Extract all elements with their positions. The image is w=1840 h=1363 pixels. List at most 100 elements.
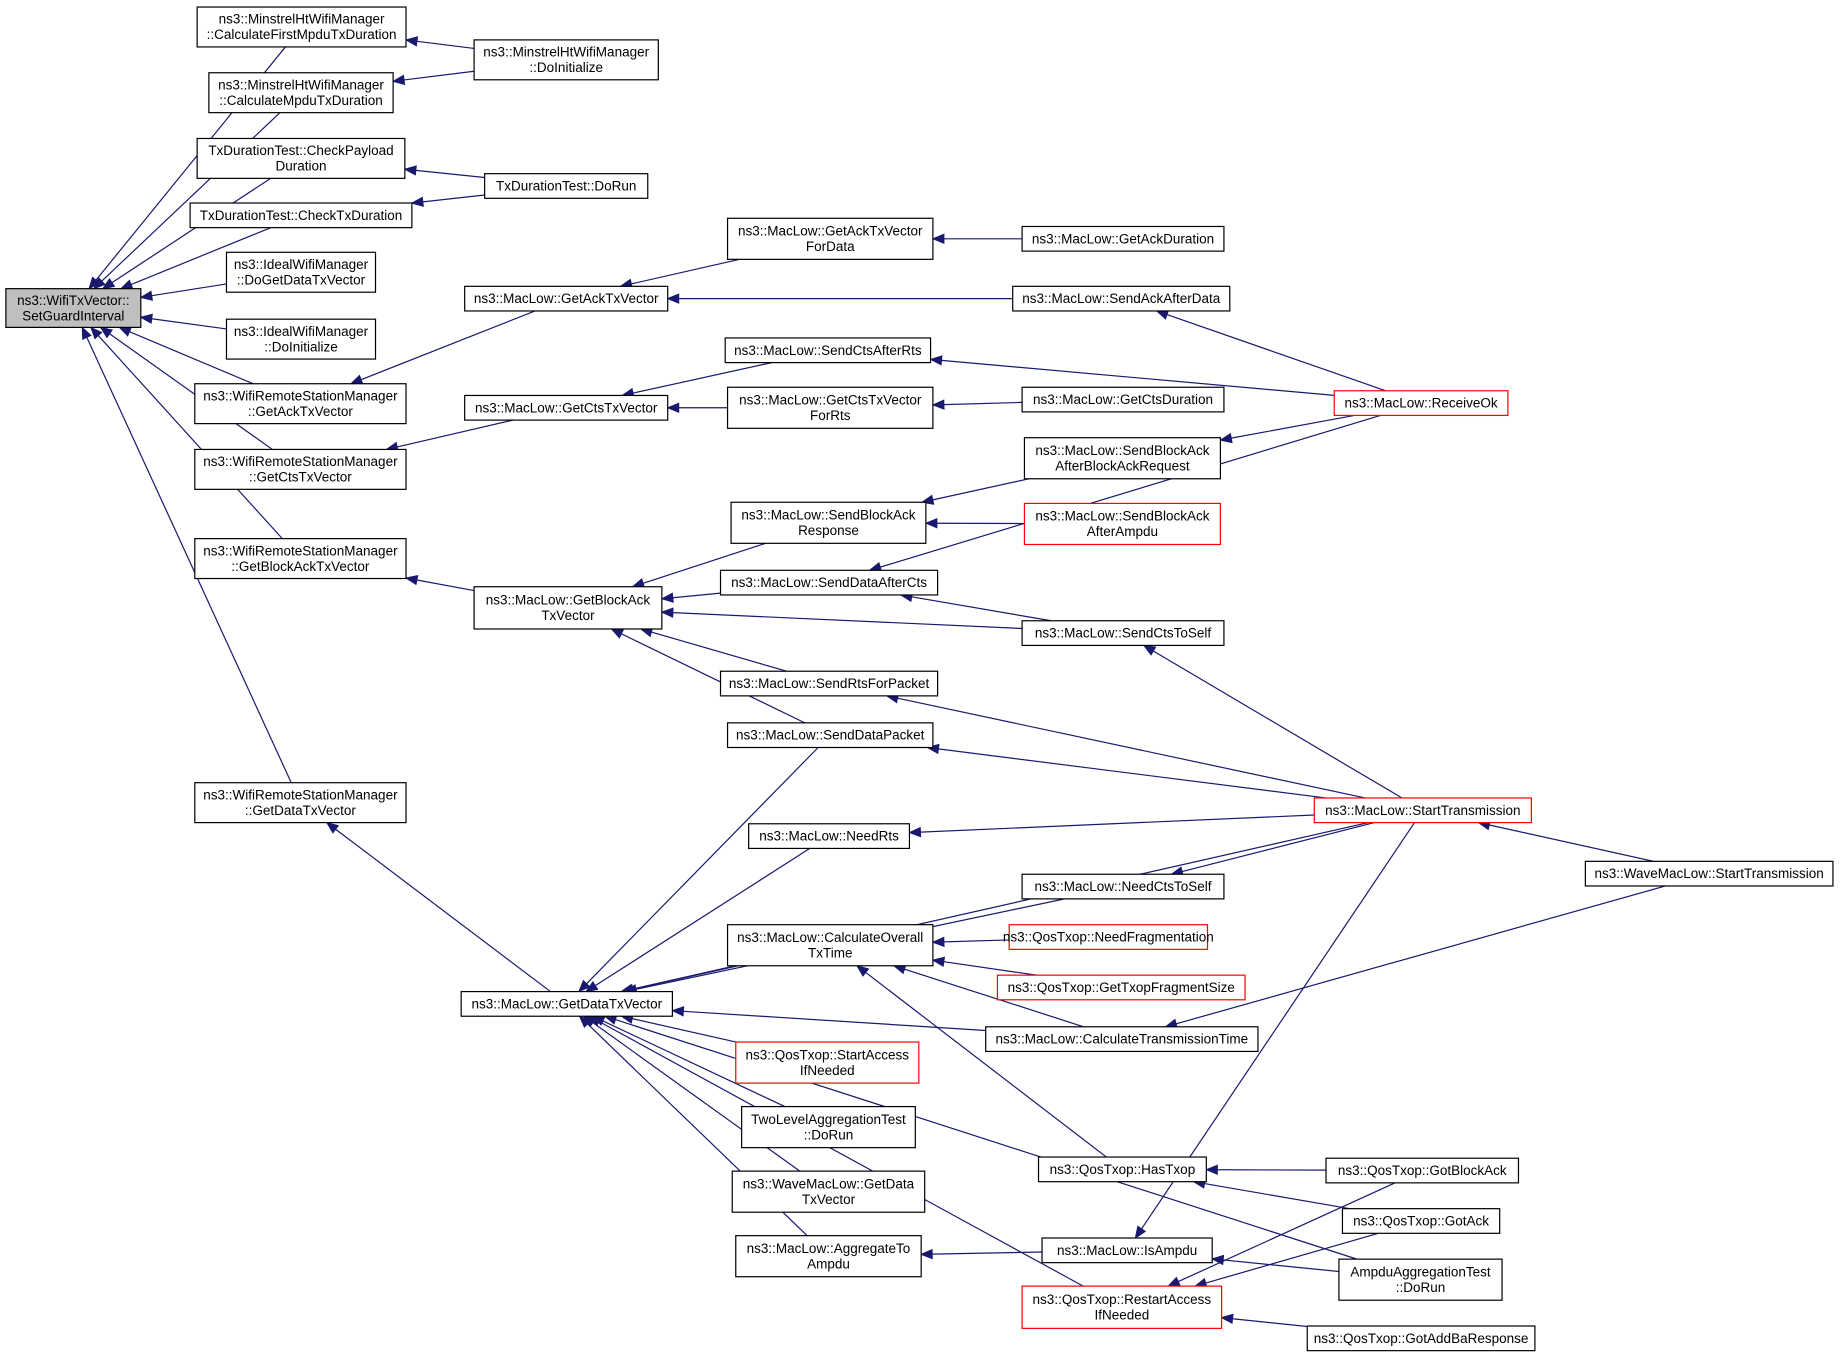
node-box: [194, 782, 407, 824]
graph-node[interactable]: ns3::MacLow::ReceiveOk: [1333, 390, 1509, 417]
graph-node[interactable]: ns3::IdealWifiManager::DoInitialize: [225, 318, 377, 360]
edge-arrowhead: [666, 293, 680, 304]
edge-line: [911, 596, 1052, 622]
graph-node[interactable]: ns3::MacLow::NeedCtsToSelf: [1021, 873, 1225, 900]
node-label-line: ForRts: [810, 408, 851, 423]
graph-node[interactable]: ns3::MacLow::GetCtsTxVector: [464, 394, 669, 421]
edge-line: [1232, 1318, 1308, 1328]
graph-node[interactable]: TxDurationTest::DoRun: [484, 173, 649, 199]
graph-edge: [660, 592, 721, 603]
graph-node[interactable]: ns3::MacLow::SendRtsForPacket: [719, 670, 939, 697]
graph-node[interactable]: ns3::WifiRemoteStationManager::GetAckTxV…: [194, 383, 407, 425]
graph-node[interactable]: ns3::MacLow::IsAmpdu: [1041, 1237, 1213, 1264]
edge-arrowhead: [908, 826, 922, 838]
graph-node[interactable]: ns3::IdealWifiManager::DoGetDataTxVector: [225, 251, 377, 293]
graph-node[interactable]: ns3::MacLow::GetCtsDuration: [1021, 386, 1225, 413]
node-label-line: SetGuardInterval: [22, 308, 124, 323]
graph-node[interactable]: ns3::WifiRemoteStationManager::GetDataTx…: [194, 782, 407, 824]
graph-node[interactable]: ns3::MacLow::SendCtsToSelf: [1021, 620, 1225, 647]
edge-arrowhead: [119, 279, 134, 290]
graph-node[interactable]: ns3::QosTxop::GotAck: [1341, 1208, 1501, 1234]
graph-edge: [1205, 1164, 1327, 1175]
graph-edge: [99, 326, 273, 450]
graph-node[interactable]: ns3::MacLow::SendDataPacket: [726, 722, 934, 749]
node-label-line: ::GetAckTxVector: [248, 404, 354, 419]
node-box: [1021, 225, 1225, 252]
node-box: [464, 394, 669, 421]
graph-node[interactable]: TxDurationTest::CheckTxDuration: [189, 202, 413, 229]
graph-node[interactable]: ns3::MacLow::StartTransmission: [1313, 797, 1532, 824]
graph-node[interactable]: ns3::MacLow::GetBlockAckTxVector: [473, 586, 663, 630]
node-label-line: ns3::MacLow::ReceiveOk: [1345, 396, 1498, 411]
graph-node[interactable]: ns3::MacLow::GetDataTxVector: [460, 990, 673, 1017]
graph-node[interactable]: ns3::QosTxop::GotAddBaResponse: [1306, 1325, 1536, 1352]
node-box: [5, 288, 142, 328]
graph-node[interactable]: ns3::MacLow::SendCtsAfterRts: [724, 337, 932, 364]
graph-node[interactable]: ns3::WifiRemoteStationManager::GetCtsTxV…: [194, 448, 407, 490]
node-label-line: Response: [798, 523, 859, 538]
edge-line: [943, 401, 1023, 406]
edge-line: [360, 310, 536, 381]
graph-node[interactable]: ns3::MacLow::SendAckAfterData: [1012, 285, 1231, 312]
edge-arrowhead: [90, 326, 103, 340]
node-box: [1021, 620, 1225, 647]
node-label-line: ns3::MacLow::GetCtsTxVector: [475, 400, 658, 415]
graph-edge: [1220, 1313, 1308, 1328]
edge-arrowhead: [610, 628, 625, 639]
node-label-line: AmpduAggregationTest: [1350, 1264, 1491, 1279]
edge-arrowhead: [929, 355, 943, 366]
edge-line: [598, 1020, 1084, 1287]
graph-node[interactable]: ns3::MacLow::NeedRts: [748, 823, 911, 850]
graph-node[interactable]: ns3::MinstrelHtWifiManager::DoInitialize: [473, 39, 659, 81]
edge-line: [920, 814, 1315, 833]
graph-edge: [90, 326, 283, 540]
node-box: [748, 823, 911, 850]
graph-node[interactable]: TwoLevelAggregationTest::DoRun: [741, 1105, 916, 1149]
graph-node[interactable]: ns3::WaveMacLow::StartTransmission: [1584, 860, 1834, 887]
node-label-line: ns3::IdealWifiManager: [234, 257, 369, 272]
node-label-line: IfNeeded: [1094, 1307, 1149, 1322]
graph-node[interactable]: ns3::QosTxop::NeedFragmentation: [1003, 924, 1214, 950]
node-label-line: TxDurationTest::DoRun: [496, 178, 636, 193]
graph-node[interactable]: ns3::MacLow::GetAckDuration: [1021, 225, 1225, 252]
graph-node[interactable]: ns3::MacLow::SendBlockAckAfterBlockAckRe…: [1023, 437, 1222, 480]
edge-arrowhead: [1220, 1313, 1234, 1325]
edge-arrowhead: [1142, 644, 1157, 656]
graph-node[interactable]: ns3::QosTxop::GetTxopFragmentSize: [996, 974, 1246, 1001]
graph-node[interactable]: ns3::WifiTxVector::SetGuardInterval: [5, 288, 142, 328]
node-label-line: ns3::MacLow::GetAckDuration: [1032, 231, 1214, 246]
edge-arrowhead: [404, 574, 419, 586]
node-box: [719, 670, 939, 697]
graph-node[interactable]: ns3::MinstrelHtWifiManager::CalculateFir…: [196, 6, 407, 48]
node-box: [1313, 797, 1532, 824]
edge-arrowhead: [584, 980, 599, 993]
graph-node[interactable]: AmpduAggregationTest::DoRun: [1338, 1258, 1503, 1301]
node-label-line: ForData: [806, 239, 855, 254]
edge-arrowhead: [139, 290, 153, 301]
graph-node[interactable]: ns3::MinstrelHtWifiManager::CalculateMpd…: [208, 72, 394, 114]
node-label-line: ns3::MacLow::SendRtsForPacket: [729, 676, 930, 691]
graph-edge: [391, 70, 475, 86]
edge-line: [151, 318, 227, 330]
graph-node[interactable]: ns3::WifiRemoteStationManager::GetBlockA…: [194, 538, 407, 580]
node-box: [1037, 1156, 1207, 1183]
graph-node[interactable]: ns3::MacLow::GetAckTxVector: [464, 285, 669, 312]
edge-line: [632, 1018, 737, 1043]
graph-node[interactable]: ns3::MacLow::SendDataAfterCts: [719, 569, 939, 596]
graph-node[interactable]: ns3::WaveMacLow::GetDataTxVector: [731, 1170, 926, 1213]
edge-line: [683, 1010, 986, 1032]
node-label-line: ns3::QosTxop::GotBlockAck: [1338, 1163, 1507, 1178]
graph-node[interactable]: ns3::QosTxop::HasTxop: [1037, 1156, 1207, 1183]
graph-node[interactable]: ns3::MacLow::CalculateTransmissionTime: [985, 1026, 1259, 1053]
graph-node[interactable]: ns3::QosTxop::GotBlockAck: [1325, 1157, 1520, 1184]
node-box: [1021, 1285, 1223, 1329]
